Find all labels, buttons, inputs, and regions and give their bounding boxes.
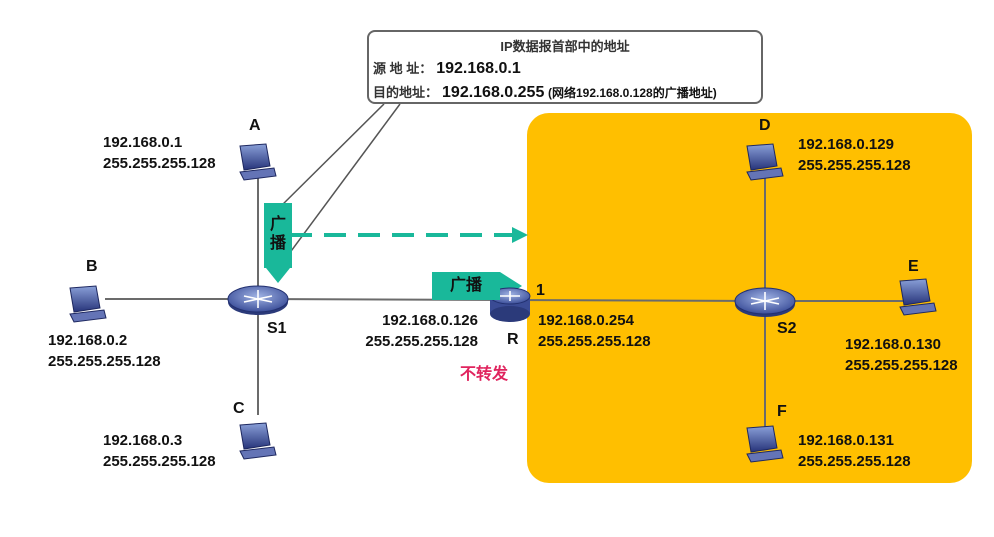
host-b-ip: 192.168.0.2 bbox=[48, 332, 128, 349]
host-c-ip: 192.168.0.3 bbox=[103, 432, 183, 449]
callout-dst-row: 目的地址：192.168.0.255 (网络192.168.0.128的广播地址… bbox=[373, 82, 717, 102]
host-e-name: E bbox=[908, 258, 919, 275]
host-a-mask: 255.255.255.128 bbox=[103, 155, 216, 172]
pc-e-icon bbox=[899, 278, 937, 316]
broadcast-horizontal-label: 广播 bbox=[449, 277, 482, 294]
router-left-mask: 255.255.255.128 bbox=[365, 333, 478, 350]
host-a-address: 192.168.0.1 255.255.255.128 bbox=[103, 132, 216, 174]
host-a-name: A bbox=[249, 117, 261, 134]
broadcast-vertical-badge: 广播 bbox=[264, 203, 292, 268]
pc-d-icon bbox=[746, 143, 784, 181]
host-e-ip: 192.168.0.130 bbox=[845, 336, 941, 353]
host-f-address: 192.168.0.131 255.255.255.128 bbox=[798, 430, 911, 472]
router-right-address: 192.168.0.254 255.255.255.128 bbox=[538, 310, 651, 352]
host-e-mask: 255.255.255.128 bbox=[845, 357, 958, 374]
pc-c-icon bbox=[239, 422, 277, 460]
switch-s1-icon bbox=[227, 285, 289, 315]
host-b-address: 192.168.0.2 255.255.255.128 bbox=[48, 330, 161, 372]
broadcast-vertical-arrowhead bbox=[266, 268, 290, 283]
router-icon bbox=[489, 287, 531, 322]
host-b-name: B bbox=[86, 258, 98, 275]
callout-src-label: 源 地 址： bbox=[373, 61, 433, 76]
broadcast-vertical-label: 广播 bbox=[269, 216, 286, 252]
callout-src-row: 源 地 址：192.168.0.1 bbox=[373, 58, 521, 78]
host-d-name: D bbox=[759, 117, 771, 134]
switch-s1-name: S1 bbox=[267, 320, 287, 337]
host-d-mask: 255.255.255.128 bbox=[798, 157, 911, 174]
host-c-mask: 255.255.255.128 bbox=[103, 453, 216, 470]
not-forward-label: 不转发 bbox=[460, 366, 509, 383]
host-c-name: C bbox=[233, 400, 245, 417]
broadcast-dashed-arrowhead bbox=[512, 227, 528, 243]
router-left-address: 192.168.0.126 255.255.255.128 bbox=[360, 310, 478, 352]
host-e-address: 192.168.0.130 255.255.255.128 bbox=[845, 334, 958, 376]
callout-dst-note: (网络192.168.0.128的广播地址) bbox=[547, 86, 717, 100]
host-f-ip: 192.168.0.131 bbox=[798, 432, 894, 449]
pc-f-icon bbox=[746, 425, 784, 463]
callout-src-value: 192.168.0.1 bbox=[436, 60, 521, 77]
router-left-ip: 192.168.0.126 bbox=[382, 312, 478, 329]
switch-s2-icon bbox=[734, 287, 796, 317]
host-a-ip: 192.168.0.1 bbox=[103, 134, 183, 151]
pc-b-icon bbox=[69, 285, 107, 323]
host-d-address: 192.168.0.129 255.255.255.128 bbox=[798, 134, 911, 176]
router-port-label: 1 bbox=[536, 282, 545, 299]
host-d-ip: 192.168.0.129 bbox=[798, 136, 894, 153]
pc-a-icon bbox=[239, 143, 277, 181]
broadcast-horizontal-badge: 广播 bbox=[432, 272, 500, 300]
router-right-ip: 192.168.0.254 bbox=[538, 312, 634, 329]
host-c-address: 192.168.0.3 255.255.255.128 bbox=[103, 430, 216, 472]
switch-s2-name: S2 bbox=[777, 320, 797, 337]
callout-dst-value: 192.168.0.255 bbox=[442, 84, 545, 101]
ip-header-callout: IP数据报首部中的地址 源 地 址：192.168.0.1 目的地址：192.1… bbox=[367, 30, 763, 104]
router-right-mask: 255.255.255.128 bbox=[538, 333, 651, 350]
host-f-mask: 255.255.255.128 bbox=[798, 453, 911, 470]
callout-pointer bbox=[274, 103, 401, 263]
router-name: R bbox=[507, 331, 519, 348]
callout-dst-label: 目的地址： bbox=[373, 85, 439, 100]
host-b-mask: 255.255.255.128 bbox=[48, 353, 161, 370]
host-f-name: F bbox=[777, 403, 787, 420]
callout-title: IP数据报首部中的地址 bbox=[500, 39, 630, 54]
